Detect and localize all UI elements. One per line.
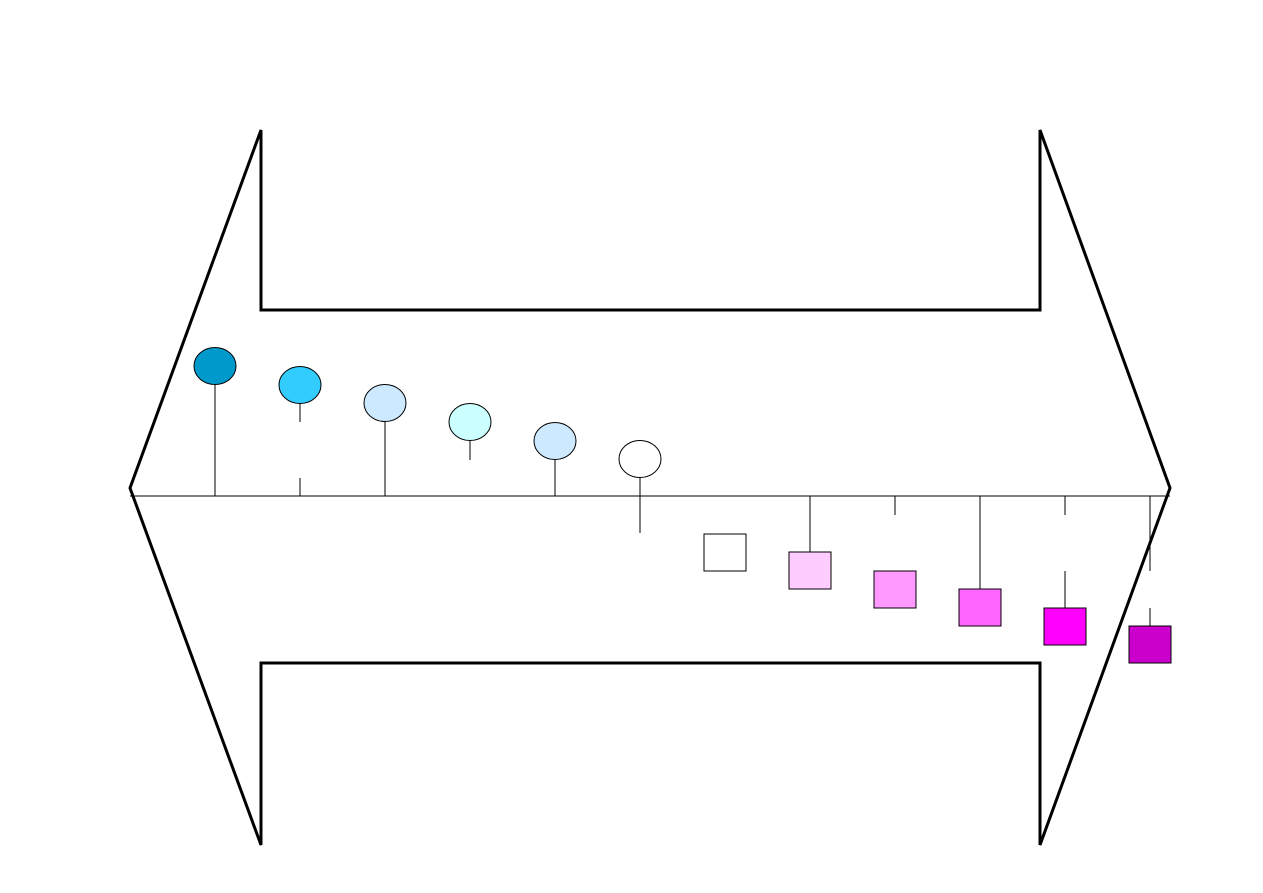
circle-marker <box>618 440 662 478</box>
circle-marker <box>448 403 492 441</box>
circle-marker <box>363 384 407 422</box>
square-marker <box>1128 625 1172 664</box>
stems-layer <box>214 385 1151 626</box>
square-marker <box>958 588 1002 627</box>
circle-marker <box>278 366 322 404</box>
markers-layer <box>193 347 1172 664</box>
double-arrow-outline <box>128 129 1172 846</box>
square-marker <box>788 551 832 590</box>
circle-marker <box>533 422 577 460</box>
square-marker <box>1043 607 1087 646</box>
square-marker <box>703 533 747 572</box>
square-marker <box>873 570 917 609</box>
circle-marker <box>193 347 237 385</box>
